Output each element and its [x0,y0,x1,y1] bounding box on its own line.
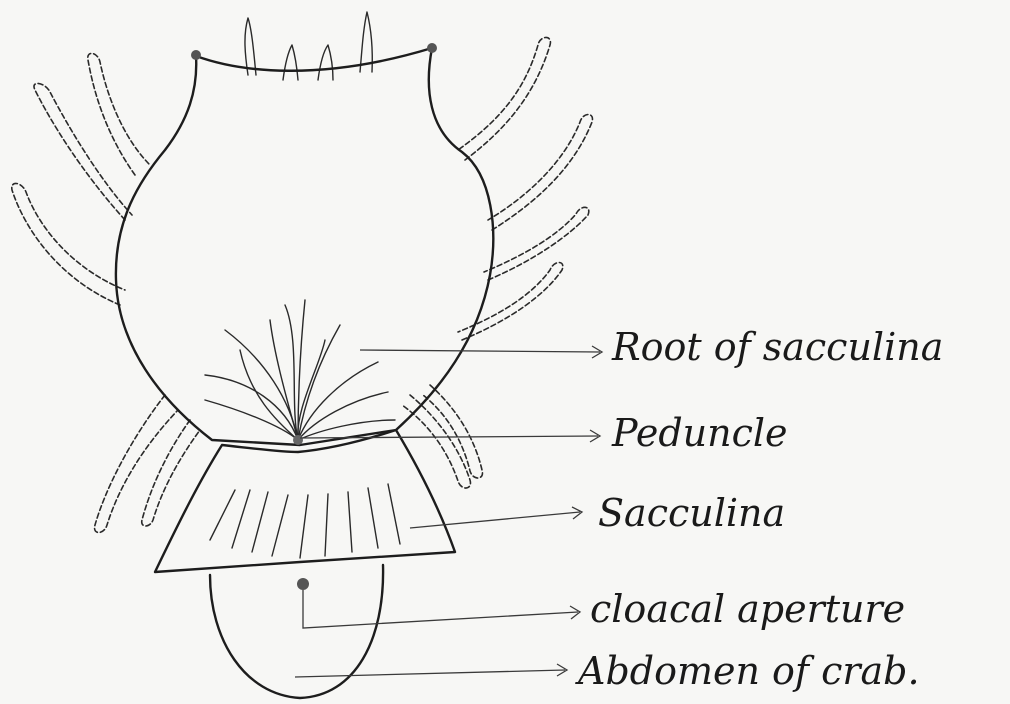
label-root-of-sacculina: Root of sacculina [612,328,943,366]
sacculina-body [155,430,455,572]
crab-abdomen [210,565,383,698]
sacculina-roots [205,300,395,440]
crab-carapace [116,48,493,445]
left-eye-icon [191,50,201,60]
label-abdomen-of-crab: Abdomen of crab. [578,652,920,690]
cloacal-aperture-icon [297,578,309,590]
label-cloacal-aperture: cloacal aperture [590,590,905,628]
right-eye-icon [427,43,437,53]
label-sacculina: Sacculina [598,494,785,532]
label-peduncle: Peduncle [612,414,788,452]
crab-legs-left [12,53,200,532]
peduncle-point [293,435,303,445]
leader-lines [295,346,602,677]
